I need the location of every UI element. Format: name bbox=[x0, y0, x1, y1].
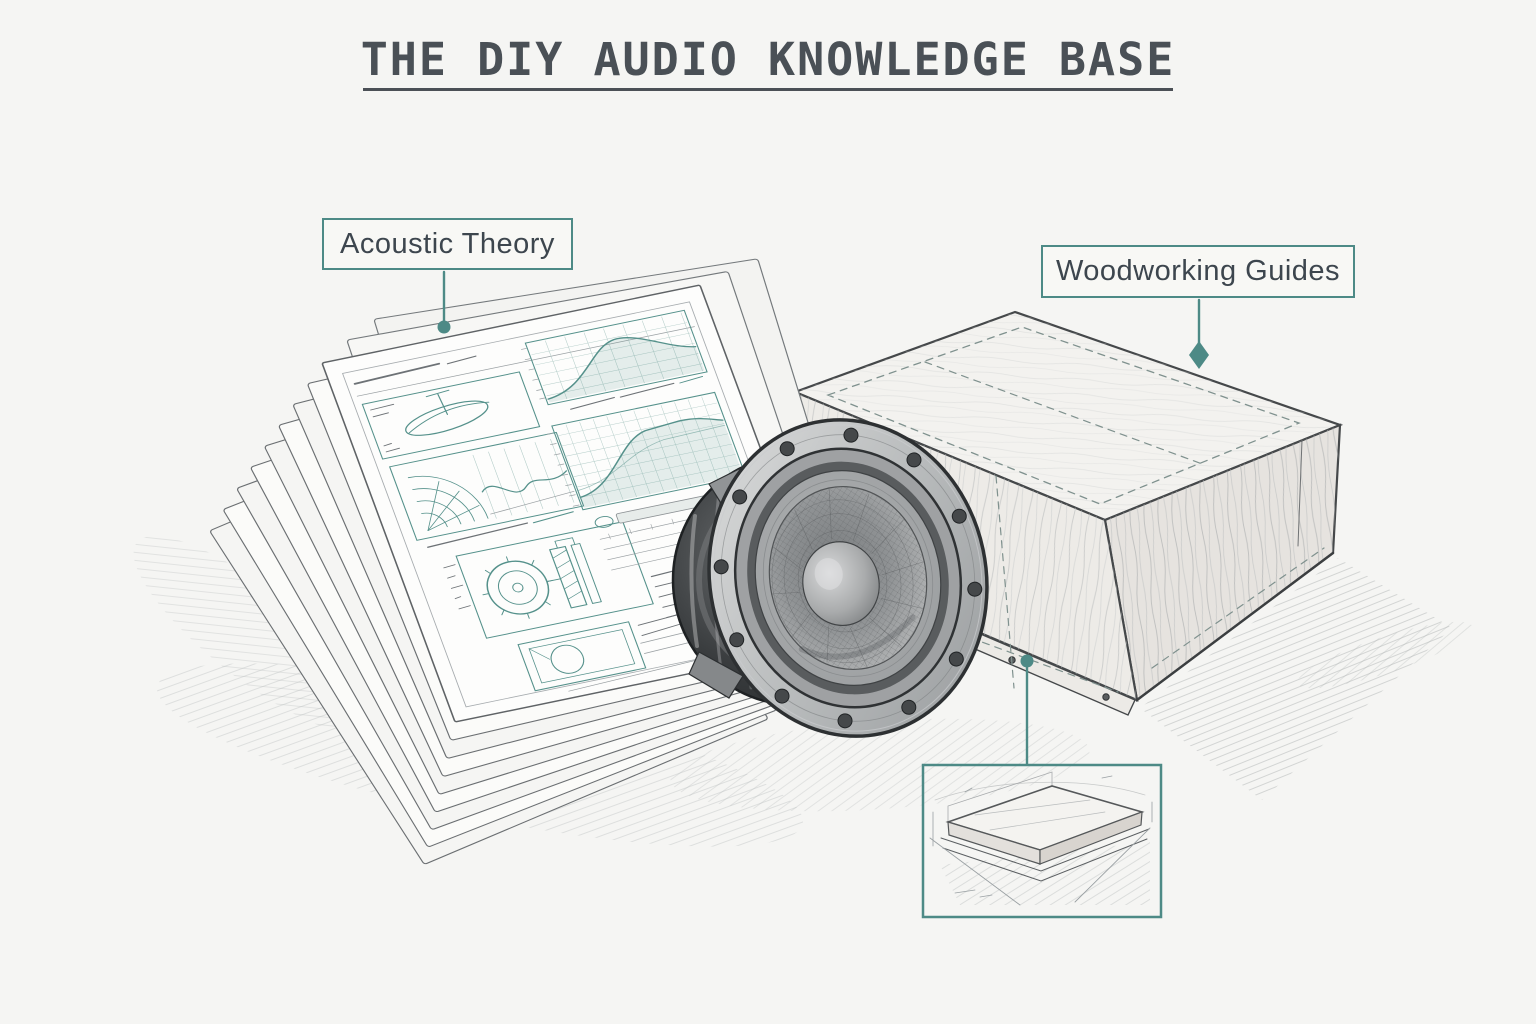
panel-detail-inset bbox=[921, 763, 1163, 919]
sheet-diagrams bbox=[353, 309, 795, 692]
inset-frame bbox=[921, 763, 1163, 919]
callout-leaders bbox=[437, 270, 1209, 766]
callout-woodworking-guides-label: Woodworking Guides bbox=[1055, 255, 1341, 287]
title-underline bbox=[363, 88, 1173, 91]
page-title: THE DIY AUDIO KNOWLEDGE BASE bbox=[360, 33, 1176, 86]
panel-sketch bbox=[929, 771, 1153, 906]
speaker-driver bbox=[707, 418, 989, 738]
callout-woodworking-guides: Woodworking Guides bbox=[1041, 245, 1355, 298]
leader-woodworking bbox=[1189, 298, 1209, 369]
callout-acoustic-theory-label: Acoustic Theory bbox=[340, 227, 555, 260]
callout-acoustic-theory: Acoustic Theory bbox=[322, 218, 573, 270]
paper-stack bbox=[210, 258, 870, 865]
rim-bolts bbox=[713, 427, 983, 729]
leader-acoustic bbox=[437, 270, 451, 334]
leader-panel bbox=[1020, 654, 1034, 766]
